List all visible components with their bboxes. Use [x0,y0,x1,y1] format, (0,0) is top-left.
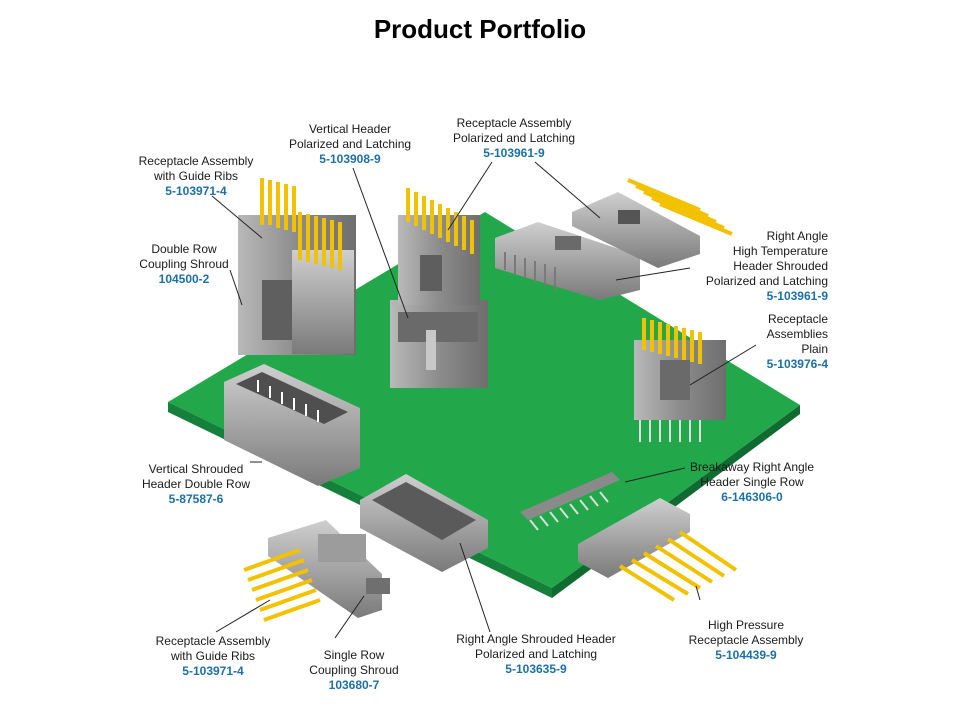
part-number: 5-103976-4 [766,357,828,371]
label-line: Double Row [151,242,217,256]
label-receptacle-polarized: Receptacle Assembly Polarized and Latchi… [440,116,588,161]
part-number: 5-103961-9 [766,289,828,303]
single-row-coupling-shroud-part [243,520,390,622]
label-vertical-shrouded-header: Vertical Shrouded Header Double Row 5-87… [128,462,264,507]
vertical-header-part [390,300,488,388]
leader-lines [211,161,757,639]
double-row-coupling-shroud-part [238,178,356,355]
label-line: Assemblies [766,327,828,341]
label-line: Polarized and Latching [288,137,412,151]
label-line: Right Angle Shrouded Header [456,632,616,646]
label-line: with Guide Ribs [153,169,239,183]
page-title: Product Portfolio [373,14,587,44]
label-right-angle-shrouded-header: Right Angle Shrouded Header Polarized an… [434,632,638,677]
part-number: 5-103635-9 [505,662,567,676]
vertical-shrouded-header-part [224,364,360,486]
label-double-row-coupling-shroud: Double Row Coupling Shroud 104500-2 [118,242,250,287]
receptacle-top-right-part [572,178,733,268]
label-high-pressure-receptacle: High Pressure Receptacle Assembly 5-1044… [672,618,820,663]
part-number: 5-87587-6 [168,492,224,506]
pcb-board [168,212,800,588]
label-line: High Pressure [707,618,785,632]
part-number: 5-104439-9 [715,648,777,662]
label-line: with Guide Ribs [170,649,256,663]
label-line: Right Angle [766,229,828,243]
label-line: Polarized and Latching [452,131,576,145]
breakaway-header-part [520,472,620,531]
label-receptacle-guide-ribs-bottom: Receptacle Assembly with Guide Ribs 5-10… [142,634,284,679]
label-line: Coupling Shroud [139,257,229,271]
label-breakaway-header: Breakaway Right Angle Header Single Row … [672,460,832,505]
label-line: Single Row [323,648,385,662]
label-single-row-coupling-shroud: Single Row Coupling Shroud 103680-7 [294,648,414,693]
label-line: High Temperature [732,244,828,258]
label-line: Receptacle Assembly [138,154,254,168]
label-line: Vertical Shrouded [148,462,244,476]
label-line: Header Single Row [700,475,804,489]
label-line: Breakaway Right Angle [689,460,815,474]
receptacle-polarized-part [398,188,480,305]
part-number: 5-103971-4 [182,664,244,678]
label-vertical-header: Vertical Header Polarized and Latching 5… [280,122,420,167]
label-line: Receptacle [767,312,828,326]
label-line: Header Shrouded [733,259,828,273]
part-number: 5-103971-4 [165,184,227,198]
part-number: 6-146306-0 [721,490,783,504]
right-angle-ht-header-part [495,222,640,300]
label-receptacle-plain: Receptacle Assemblies Plain 5-103976-4 [720,312,828,372]
receptacle-plain-part [634,318,726,442]
part-number: 103680-7 [328,678,380,692]
label-right-angle-ht-header: Right Angle High Temperature Header Shro… [670,229,828,304]
label-line: Coupling Shroud [309,663,399,677]
part-number: 104500-2 [158,272,210,286]
label-line: Polarized and Latching [474,647,598,661]
part-number: 5-103908-9 [319,152,381,166]
part-number: 5-103961-9 [483,146,545,160]
label-line: Polarized and Latching [705,274,828,288]
label-line: Receptacle Assembly [155,634,271,648]
label-line: Plain [801,342,828,356]
label-line: Vertical Header [308,122,392,136]
label-line: Header Double Row [141,477,251,491]
right-angle-shrouded-header-part [360,474,488,572]
high-pressure-receptacle-part [578,498,738,602]
label-line: Receptacle Assembly [456,116,572,130]
label-line: Receptacle Assembly [688,633,804,647]
label-receptacle-guide-ribs-top: Receptacle Assembly with Guide Ribs 5-10… [126,154,266,199]
